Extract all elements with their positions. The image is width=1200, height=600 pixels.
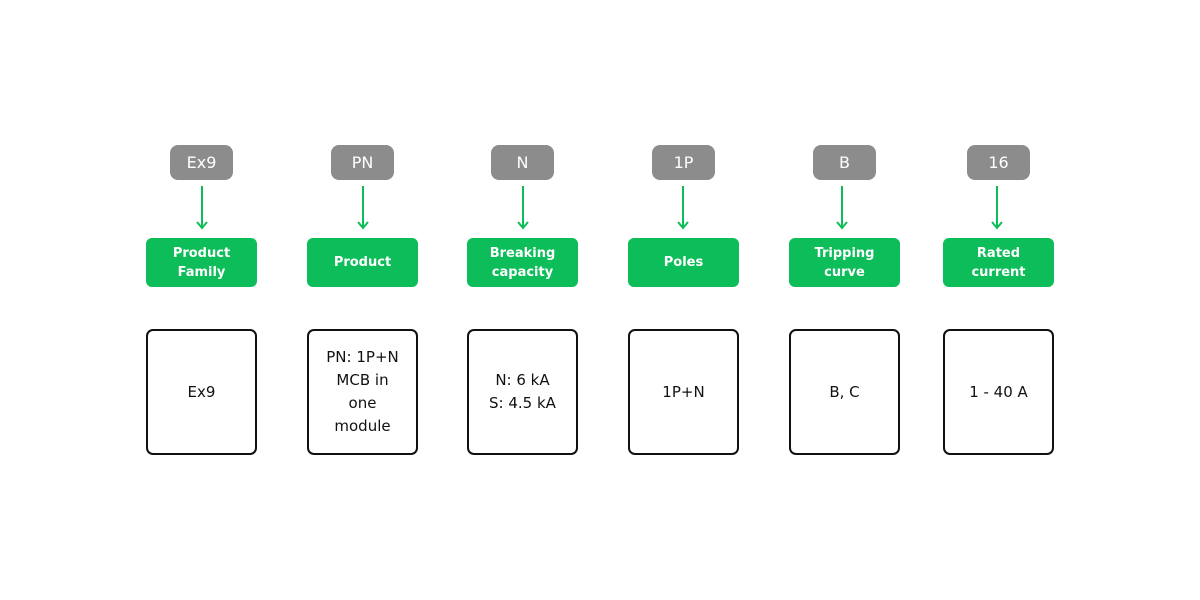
segment-value: Ex9 bbox=[146, 329, 257, 455]
code-pill: 1P bbox=[652, 145, 715, 180]
code-pill: Ex9 bbox=[170, 145, 233, 180]
segment-label: Tripping curve bbox=[789, 238, 900, 287]
code-pill: N bbox=[491, 145, 554, 180]
segment-value: B, C bbox=[789, 329, 900, 455]
down-arrow-icon bbox=[991, 186, 1003, 230]
down-arrow-icon bbox=[677, 186, 689, 230]
segment-label: Poles bbox=[628, 238, 739, 287]
segment-value: 1 - 40 A bbox=[943, 329, 1054, 455]
segment-label: Product bbox=[307, 238, 418, 287]
down-arrow-icon bbox=[357, 186, 369, 230]
segment-value: N: 6 kA S: 4.5 kA bbox=[467, 329, 578, 455]
code-pill: PN bbox=[331, 145, 394, 180]
down-arrow-icon bbox=[196, 186, 208, 230]
code-pill: B bbox=[813, 145, 876, 180]
segment-value: PN: 1P+N MCB in one module bbox=[307, 329, 418, 455]
down-arrow-icon bbox=[517, 186, 529, 230]
segment-label: Breaking capacity bbox=[467, 238, 578, 287]
segment-label: Product Family bbox=[146, 238, 257, 287]
down-arrow-icon bbox=[836, 186, 848, 230]
segment-value: 1P+N bbox=[628, 329, 739, 455]
segment-label: Rated current bbox=[943, 238, 1054, 287]
code-pill: 16 bbox=[967, 145, 1030, 180]
